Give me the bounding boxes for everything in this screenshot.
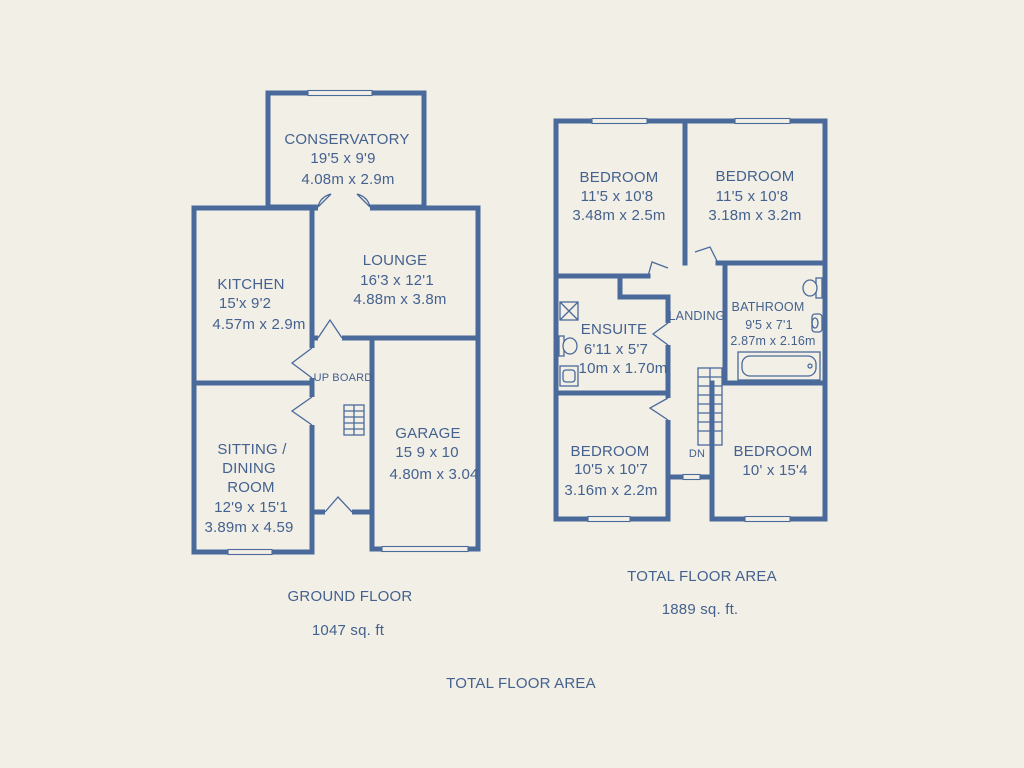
bathroom-imperial: 9'5 x 7'1 xyxy=(745,318,793,332)
kitchen-door-opening xyxy=(308,348,317,378)
lounge-imperial: 16'3 x 12'1 xyxy=(360,272,434,289)
bedroom-bottom-left-imperial: 10'5 x 10'7 xyxy=(574,461,648,478)
ensuite-name: ENSUITE xyxy=(581,321,647,338)
sitting-room-name-line-1: SITTING / xyxy=(217,441,287,458)
sink-icon xyxy=(811,313,823,333)
conservatory-name: CONSERVATORY xyxy=(284,131,409,148)
bedroom-bottom-right-window-icon xyxy=(744,515,791,523)
sitting-room-metric: 3.89m x 4.59 xyxy=(204,519,293,536)
landing-stairs-icon xyxy=(697,367,723,446)
first-floor-title: TOTAL FLOOR AREA xyxy=(627,568,777,585)
conservatory-window-icon xyxy=(307,89,373,97)
garage-door-icon xyxy=(381,545,469,553)
ensuite-door-icon xyxy=(651,322,669,346)
garage-name: GARAGE xyxy=(395,425,460,442)
ensuite-toilet-icon xyxy=(558,335,578,357)
bathroom-name: BATHROOM xyxy=(732,300,805,314)
sitting-room-imperial: 12'9 x 15'1 xyxy=(214,499,288,516)
garage-imperial: 15 9 x 10 xyxy=(395,444,459,461)
bedroom-top-right-metric: 3.18m x 3.2m xyxy=(708,207,801,224)
kitchen-metric: 4.57m x 2.9m xyxy=(212,316,305,333)
conservatory-door-left-icon xyxy=(317,193,332,208)
conservatory-door-opening xyxy=(318,203,370,212)
bedroom-top-left-name: BEDROOM xyxy=(580,169,659,186)
hall-label: UP BOARD xyxy=(314,372,373,384)
ensuite-imperial: 6'11 x 5'7 xyxy=(584,341,648,358)
bedroom-top-left-window-icon xyxy=(591,117,648,125)
sitting-door-opening xyxy=(308,397,317,425)
ensuite-metric: 10m x 1.70m xyxy=(579,360,668,377)
ground-floor-plan: CONSERVATORY 19'5 x 9'9 4.08m x 2.9m LOU… xyxy=(191,89,481,639)
landing-window-icon xyxy=(682,473,701,481)
bathroom-metric: 2.87m x 2.16m xyxy=(730,334,815,348)
ensuite-door-opening xyxy=(664,323,673,345)
ground-stairs-icon xyxy=(343,404,365,436)
sitting-room-name-line-2: DINING xyxy=(222,460,276,477)
bath-icon xyxy=(737,351,821,381)
bedroom-bottom-left-name: BEDROOM xyxy=(571,443,650,460)
footer-total-label: TOTAL FLOOR AREA xyxy=(446,675,596,692)
first-floor-area: 1889 sq. ft. xyxy=(662,601,739,618)
landing-stairs-label: DN xyxy=(689,448,705,460)
lounge-name: LOUNGE xyxy=(363,252,428,269)
bedroom-top-left-metric: 3.48m x 2.5m xyxy=(572,207,665,224)
bedroom-bottom-left-window-icon xyxy=(587,515,631,523)
bedroom-top-right-name: BEDROOM xyxy=(716,168,795,185)
conservatory-metric: 4.08m x 2.9m xyxy=(301,171,394,188)
landing-name: LANDING xyxy=(669,309,726,323)
bedroom-bottom-right-imperial: 10' x 15'4 xyxy=(742,462,807,479)
bedroom-top-right-door-icon xyxy=(694,246,719,264)
sitting-door-icon xyxy=(290,396,313,426)
ground-floor-area: 1047 sq. ft xyxy=(312,622,385,639)
bedroom-bottom-left-metric: 3.16m x 2.2m xyxy=(564,482,657,499)
kitchen-imperial: 15'x 9'2 xyxy=(219,295,271,312)
lounge-door-opening xyxy=(318,334,342,343)
ensuite-walls xyxy=(553,273,671,396)
kitchen-door-icon xyxy=(290,347,313,379)
sitting-room-name-line-3: ROOM xyxy=(227,479,274,496)
lounge-metric: 4.88m x 3.8m xyxy=(353,291,446,308)
conservatory-door-right-icon xyxy=(356,193,371,208)
bedroom-top-right-window-icon xyxy=(734,117,791,125)
bedroom-top-left-imperial: 11'5 x 10'8 xyxy=(581,188,654,205)
ensuite-shower-icon xyxy=(559,301,579,321)
bedroom-top-left-door-icon xyxy=(647,261,669,277)
ensuite-basin-icon xyxy=(559,365,579,387)
kitchen-name: KITCHEN xyxy=(217,276,284,293)
bedroom-bottom-left-door-icon xyxy=(648,397,669,421)
bedroom-bottom-right-name: BEDROOM xyxy=(734,443,813,460)
toilet-icon xyxy=(802,277,823,299)
front-door-opening xyxy=(325,508,352,517)
lounge-door-icon xyxy=(317,318,343,339)
sitting-room-window-icon xyxy=(227,548,273,556)
front-door-icon xyxy=(324,496,353,513)
garage-metric: 4.80m x 3.04 xyxy=(389,466,478,483)
bedroom-top-right-imperial: 11'5 x 10'8 xyxy=(716,188,789,205)
bathroom-walls xyxy=(709,260,828,480)
first-floor-plan: BEDROOM 11'5 x 10'8 3.48m x 2.5m BEDROOM… xyxy=(553,117,828,618)
conservatory-imperial: 19'5 x 9'9 xyxy=(310,150,375,167)
ground-floor-title: GROUND FLOOR xyxy=(288,588,413,605)
bedroom-bottom-left-door-opening xyxy=(664,398,673,420)
